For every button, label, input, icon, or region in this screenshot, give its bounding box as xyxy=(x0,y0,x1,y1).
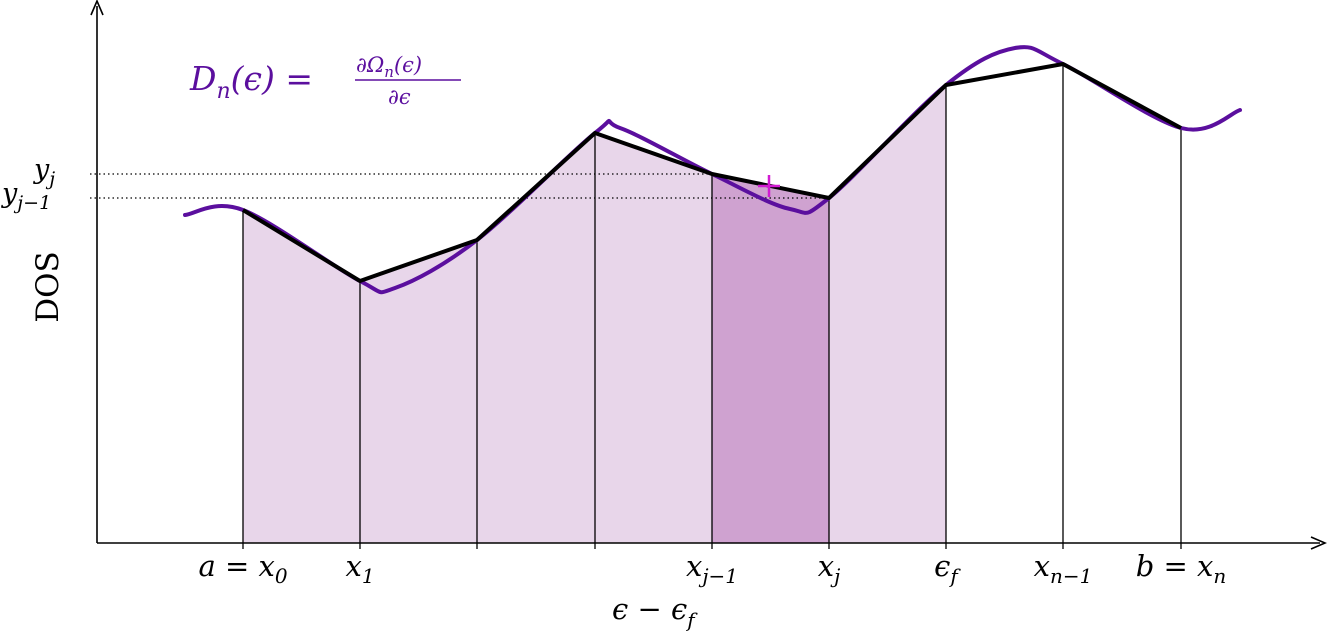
y-tick-label-yj1: yj−1 xyxy=(1,178,51,214)
trapezoid-fill xyxy=(712,174,829,543)
x-tick-label-main: b = x xyxy=(1136,549,1214,583)
formula-denominator: ∂ϵ xyxy=(388,85,411,109)
y-tick-yj-sub: j xyxy=(45,168,55,190)
dos-formula: Dn(ϵ) = ∂Ωn(ϵ) ∂ϵ xyxy=(189,53,461,109)
formula-lhs: D xyxy=(189,59,216,98)
midpoint-marker xyxy=(758,175,780,197)
x-axis-label: ϵ − ϵf xyxy=(612,592,698,631)
trapezoid-polyline xyxy=(241,62,1182,283)
x-axis-label-main: ϵ − ϵ xyxy=(612,592,687,626)
x-tick-label: xj−1 xyxy=(686,549,738,588)
trapezoid-fill xyxy=(243,210,360,543)
x-tick-label-sub: j xyxy=(830,564,840,588)
trapezoid-fill xyxy=(595,133,712,543)
svg-text:yj: yj xyxy=(33,154,55,190)
x-tick-label-sub: 0 xyxy=(275,564,288,588)
x-tick-label-main: x xyxy=(1034,549,1050,583)
x-tick-label: b = xn xyxy=(1136,549,1227,588)
y-axis-arrowhead xyxy=(90,0,104,16)
y-tick-yj1-sub: j−1 xyxy=(13,192,51,214)
trapezoid-fill xyxy=(829,85,946,543)
x-tick-label: x1 xyxy=(345,549,374,588)
x-tick-label-sub: 1 xyxy=(362,564,375,588)
svg-text:Dn(ϵ) =: Dn(ϵ) = xyxy=(189,59,313,104)
formula-numerator: ∂Ω xyxy=(356,53,384,77)
x-tick-label: ϵf xyxy=(934,549,961,588)
trapezoid-fill xyxy=(360,240,477,543)
formula-numerator-sub: n xyxy=(384,63,394,81)
x-tick-label-main: x xyxy=(818,549,834,583)
trapezoid-fills xyxy=(243,85,946,543)
trapezoid-fill xyxy=(477,133,595,543)
svg-text:ϵ − ϵf: ϵ − ϵf xyxy=(612,592,698,631)
x-tick-label-main: ϵ xyxy=(934,549,950,583)
x-tick-label: xj xyxy=(818,549,841,588)
x-tick-label-main: x xyxy=(686,549,702,583)
x-tick-label-sub: j−1 xyxy=(698,564,738,588)
svg-text:yj−1: yj−1 xyxy=(1,178,51,214)
y-axis-label: DOS xyxy=(30,251,66,323)
x-tick-label: a = x0 xyxy=(198,549,287,588)
axes xyxy=(90,0,1327,550)
y-tick-yj1-main: y xyxy=(1,178,18,209)
y-guide-lines xyxy=(90,173,829,199)
x-tick-label-sub: f xyxy=(948,564,961,588)
y-tick-label-yj: yj xyxy=(33,154,55,190)
x-axis-arrowhead xyxy=(1310,536,1327,550)
svg-text:∂Ωn(ϵ): ∂Ωn(ϵ) xyxy=(356,53,422,81)
y-tick-yj-main: y xyxy=(33,154,50,185)
x-tick-label-main: a = x xyxy=(198,549,274,583)
x-tick-label-main: x xyxy=(345,549,361,583)
formula-lhs-arg: (ϵ) = xyxy=(231,59,313,98)
x-tick-label-sub: n xyxy=(1213,564,1226,588)
formula-lhs-sub: n xyxy=(216,79,230,104)
formula-numerator-arg: (ϵ) xyxy=(394,53,422,77)
interval-dividers xyxy=(242,64,1182,549)
x-tick-label: xn−1 xyxy=(1034,549,1093,588)
x-axis-label-sub: f xyxy=(685,608,698,631)
x-tick-label-sub: n−1 xyxy=(1050,564,1092,588)
